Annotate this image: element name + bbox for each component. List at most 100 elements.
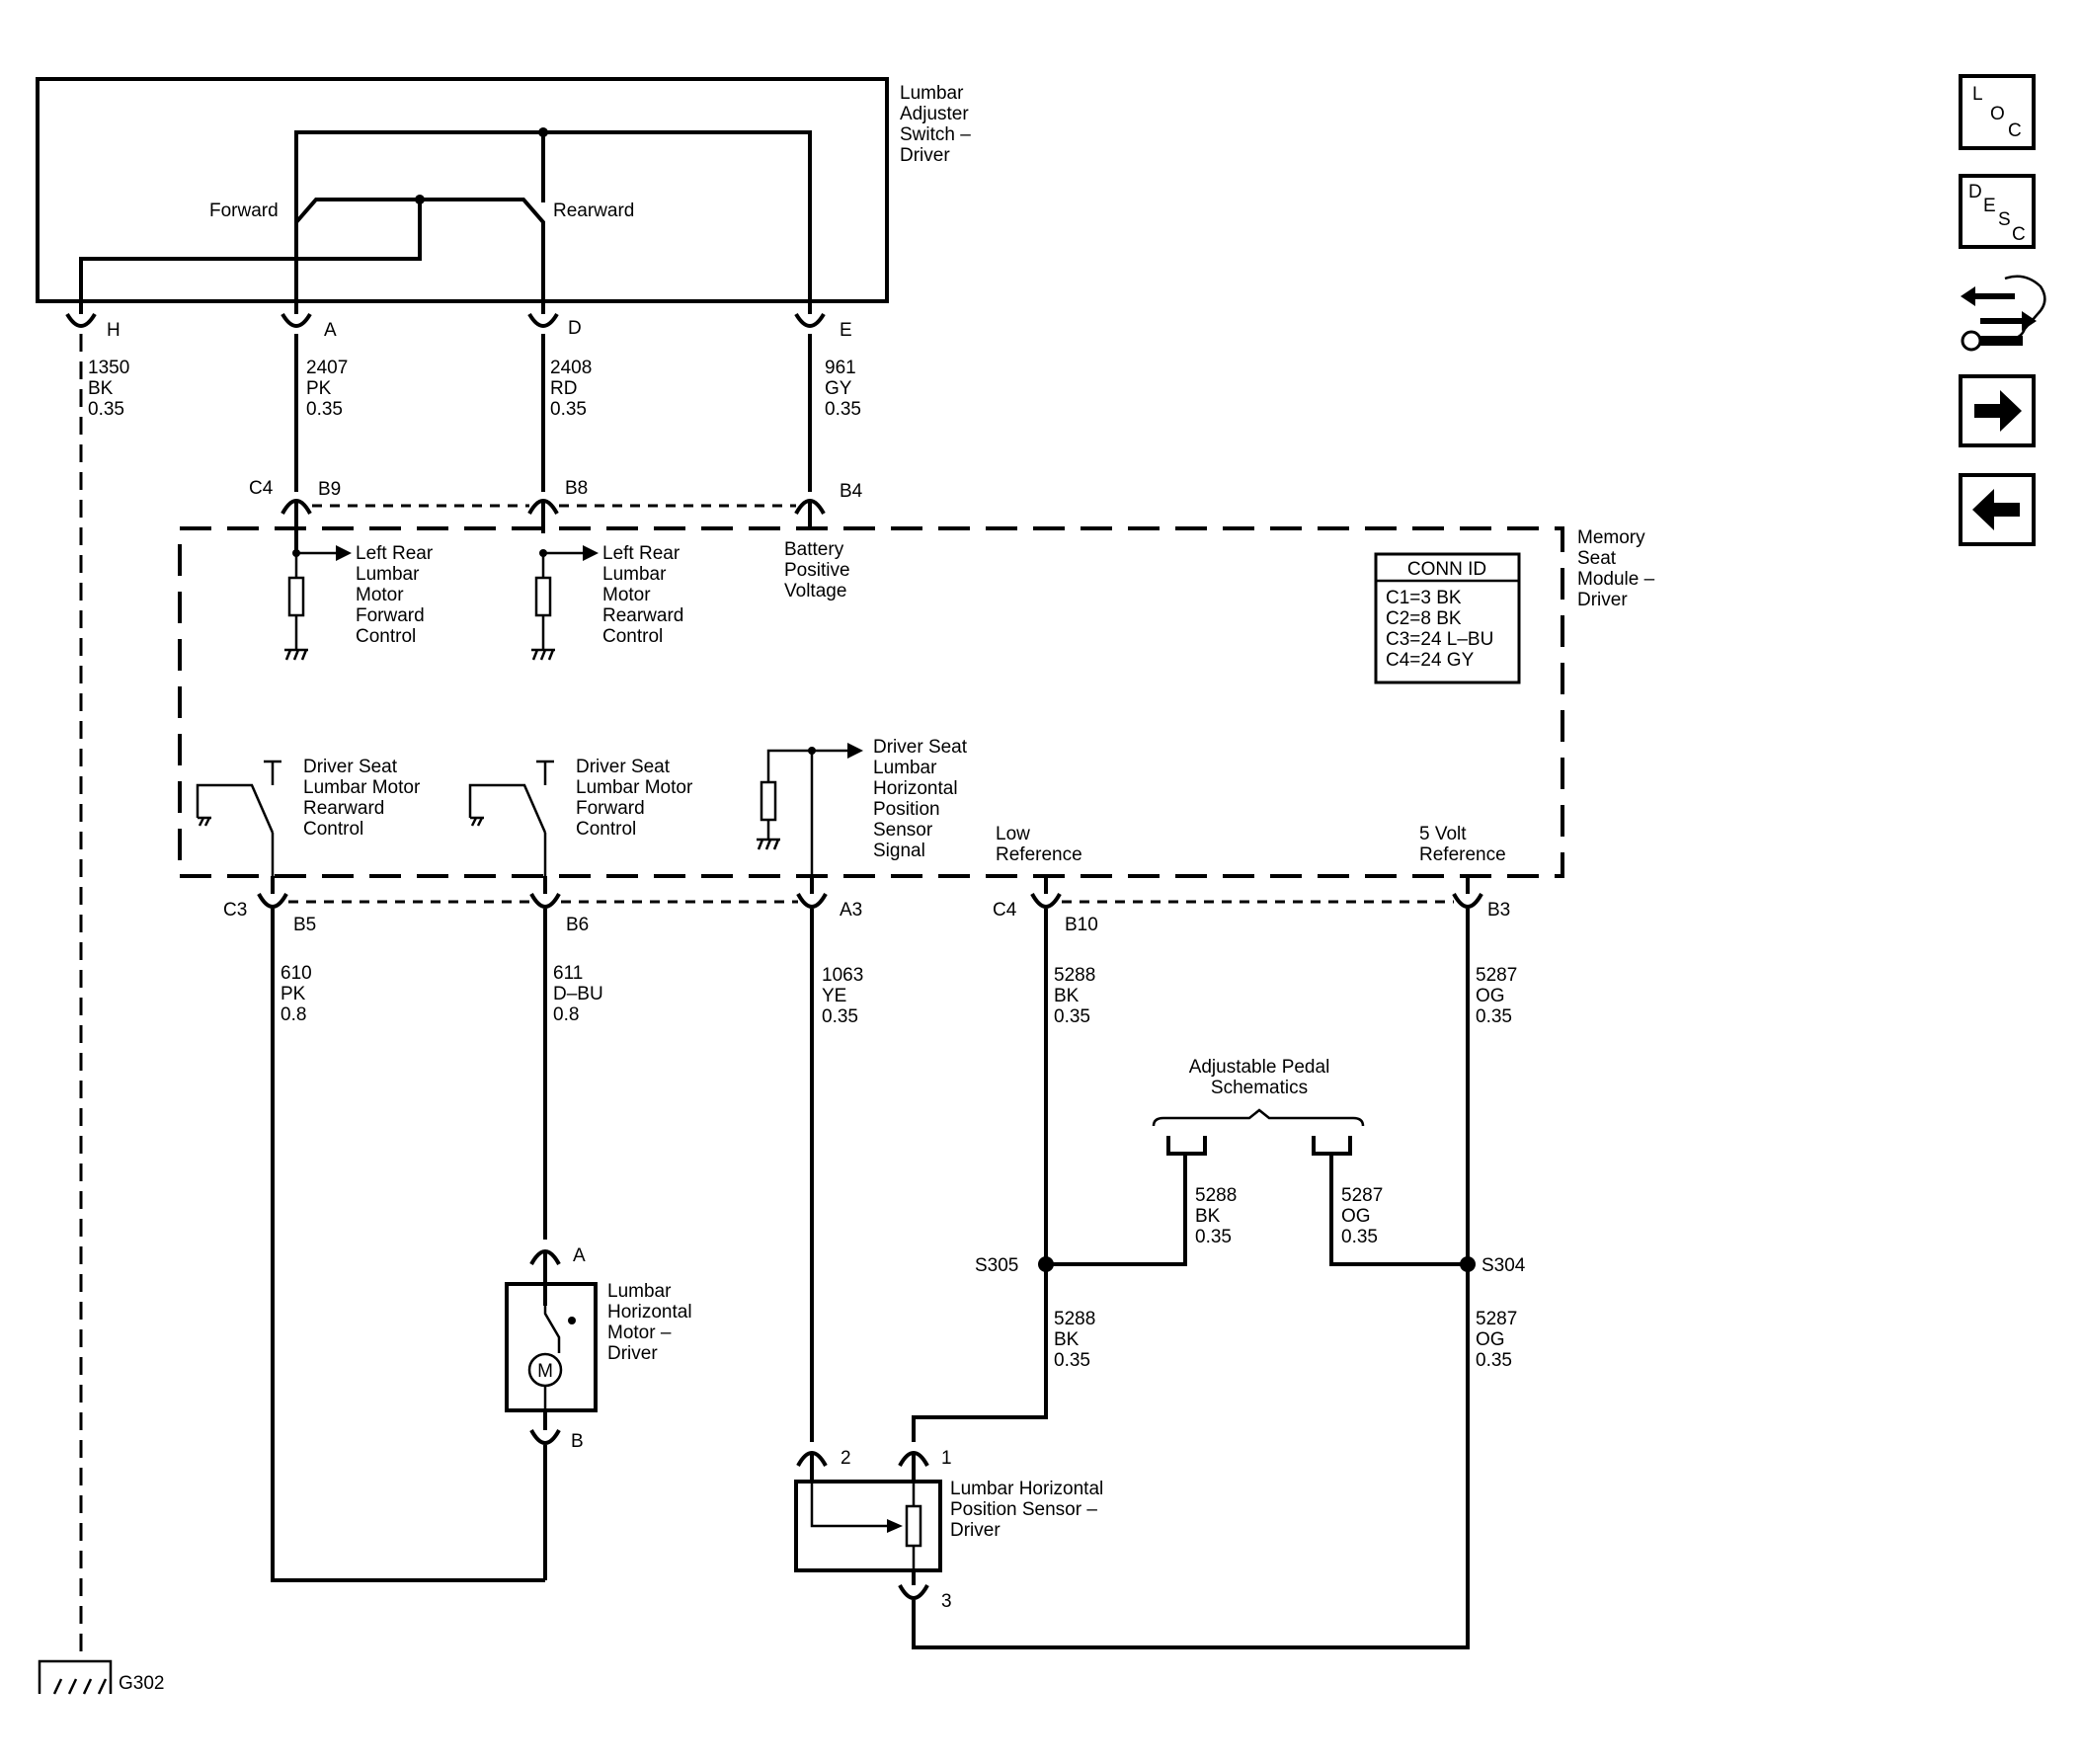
- conn-id-c2: C2=8 BK: [1386, 608, 1462, 629]
- switch-wire-labels: 1350 BK 0.35 2407 PK 0.35 2408 RD 0.35 9…: [88, 358, 861, 420]
- desc-char-c: C: [2012, 224, 2026, 245]
- wire-a-gauge: 0.35: [306, 399, 343, 420]
- five-volt-line-2: Reference: [1419, 844, 1506, 865]
- loc-button[interactable]: L O C: [1959, 74, 2036, 150]
- switch-ground-path: [79, 200, 422, 301]
- module-top-connector: C4 B9 B8 B4: [249, 478, 863, 553]
- pin-b8-label: B8: [565, 478, 588, 499]
- pin-a3-label: A3: [840, 900, 862, 921]
- pin-b6-label: B6: [566, 915, 589, 935]
- motor-breaker: [543, 1302, 561, 1353]
- conn-id-c1: C1=3 BK: [1386, 588, 1462, 608]
- lumbar-adjuster-switch: Lumbar Adjuster Switch – Driver Forward …: [36, 77, 971, 303]
- pin-b5-label: B5: [293, 915, 316, 935]
- motor-breaker-dot: [568, 1317, 576, 1324]
- desc-button[interactable]: D E S C: [1959, 174, 2036, 249]
- pedal-brace: [1152, 1108, 1365, 1127]
- sensor-signal-line-1: Driver Seat: [873, 737, 968, 758]
- motor-name-4: Driver: [607, 1343, 658, 1364]
- wire-610-color: PK: [280, 984, 306, 1004]
- sensor-resistor: [905, 1504, 922, 1548]
- rear-ctrl-line-4: Control: [303, 819, 363, 840]
- pin-h-label: H: [107, 320, 120, 341]
- connector-hand-button[interactable]: [1961, 275, 2046, 352]
- lr-rearward-line-2: Lumbar: [602, 564, 667, 585]
- loc-char-l: L: [1972, 84, 1983, 105]
- sensor-pin-3: [898, 1570, 929, 1605]
- wire-5287-path: [912, 919, 1470, 1649]
- module-name-4: Driver: [1577, 590, 1628, 610]
- switch-name-3: Switch –: [900, 124, 971, 145]
- motor-name-3: Motor –: [607, 1323, 672, 1343]
- sensor-pin-1-label: 1: [941, 1448, 952, 1469]
- pin-b4-label: B4: [840, 481, 863, 502]
- lr-forward-line-4: Forward: [356, 605, 425, 626]
- conn-id-table: CONN ID C1=3 BK C2=8 BK C3=24 L–BU C4=24…: [1374, 552, 1521, 684]
- motor-housing: [505, 1282, 598, 1412]
- switch-name-4: Driver: [900, 145, 950, 166]
- arrow-right-icon: [1974, 390, 2022, 432]
- wire-h-number: 1350: [88, 358, 129, 378]
- switch-housing: [36, 77, 889, 303]
- lr-forward-control-circuit: Left Rear Lumbar Motor Forward Control: [284, 543, 434, 661]
- module-name-3: Module –: [1577, 569, 1655, 590]
- sensor-pin-2: [796, 1451, 828, 1482]
- splice-s305: [1038, 1256, 1054, 1272]
- lower-5288-gauge: 0.35: [1054, 1350, 1090, 1371]
- next-page-button[interactable]: [1959, 374, 2036, 447]
- wire-610-gauge: 0.8: [280, 1004, 306, 1025]
- wire-d-gauge: 0.35: [550, 399, 587, 420]
- pedal-connector-left: [1166, 1136, 1207, 1156]
- sensor-signal-line-4: Position: [873, 799, 940, 820]
- rear-ctrl-line-3: Rearward: [303, 798, 384, 819]
- sensor-signal-line-6: Signal: [873, 841, 925, 861]
- lr-rearward-line-4: Rearward: [602, 605, 683, 626]
- sensor-signal-line-5: Sensor: [873, 820, 933, 841]
- pin-e-label: E: [840, 320, 852, 341]
- loc-icon: L O C: [1972, 84, 2022, 141]
- arrow-left-icon: [1972, 489, 2020, 530]
- wire-1063-color: YE: [822, 986, 846, 1006]
- conn-id-title: CONN ID: [1407, 559, 1486, 580]
- wire-d-number: 2408: [550, 358, 592, 378]
- wire-5287-number: 5287: [1476, 965, 1517, 986]
- splice-s304-label: S304: [1481, 1255, 1526, 1276]
- rearward-control-switch: Driver Seat Lumbar Motor Rearward Contro…: [196, 757, 421, 894]
- pin-b3-label: B3: [1487, 900, 1510, 921]
- motor-pin-a-label: A: [573, 1245, 586, 1266]
- conn-b5: [257, 876, 288, 919]
- switch-forward-label: Forward: [209, 200, 279, 221]
- motor-pin-b: [529, 1410, 561, 1580]
- conn-c3-label: C3: [223, 900, 247, 921]
- sensor-pin-3-label: 3: [941, 1591, 952, 1612]
- conn-id-c3: C3=24 L–BU: [1386, 629, 1493, 650]
- conn-c4-label: C4: [993, 900, 1017, 921]
- five-volt-line-1: 5 Volt: [1419, 824, 1467, 844]
- lr-rearward-line-1: Left Rear: [602, 543, 681, 564]
- wire-5288-color: BK: [1054, 986, 1080, 1006]
- switch-feed-wire: [294, 130, 812, 301]
- pedal-label-1: Adjustable Pedal: [1189, 1057, 1330, 1078]
- connector-a: [280, 301, 312, 328]
- battery-line-2: Positive: [784, 560, 850, 581]
- conn-id-c4: C4=24 GY: [1386, 650, 1475, 671]
- connector-h: [65, 301, 97, 328]
- pedal-5288-number: 5288: [1195, 1185, 1237, 1206]
- switch-connectors: H A D E: [65, 301, 852, 341]
- previous-page-button[interactable]: [1959, 473, 2036, 546]
- motor-name-1: Lumbar: [607, 1281, 672, 1302]
- switch-contacts: [294, 198, 545, 301]
- wire-5288-path: [912, 919, 1048, 1442]
- conn-b4: [794, 499, 826, 528]
- desc-char-e: E: [1983, 196, 1996, 216]
- loc-char-o: O: [1990, 104, 2005, 124]
- lr-forward-line-1: Left Rear: [356, 543, 434, 564]
- sensor-wiper: [810, 1482, 889, 1528]
- connector-e: [794, 301, 826, 328]
- battery-line-3: Voltage: [784, 581, 846, 601]
- wire-h-gauge: 0.35: [88, 399, 124, 420]
- wire-611-gauge: 0.8: [553, 1004, 579, 1025]
- conn-b10: [1030, 876, 1062, 919]
- ground-label: G302: [119, 1673, 164, 1694]
